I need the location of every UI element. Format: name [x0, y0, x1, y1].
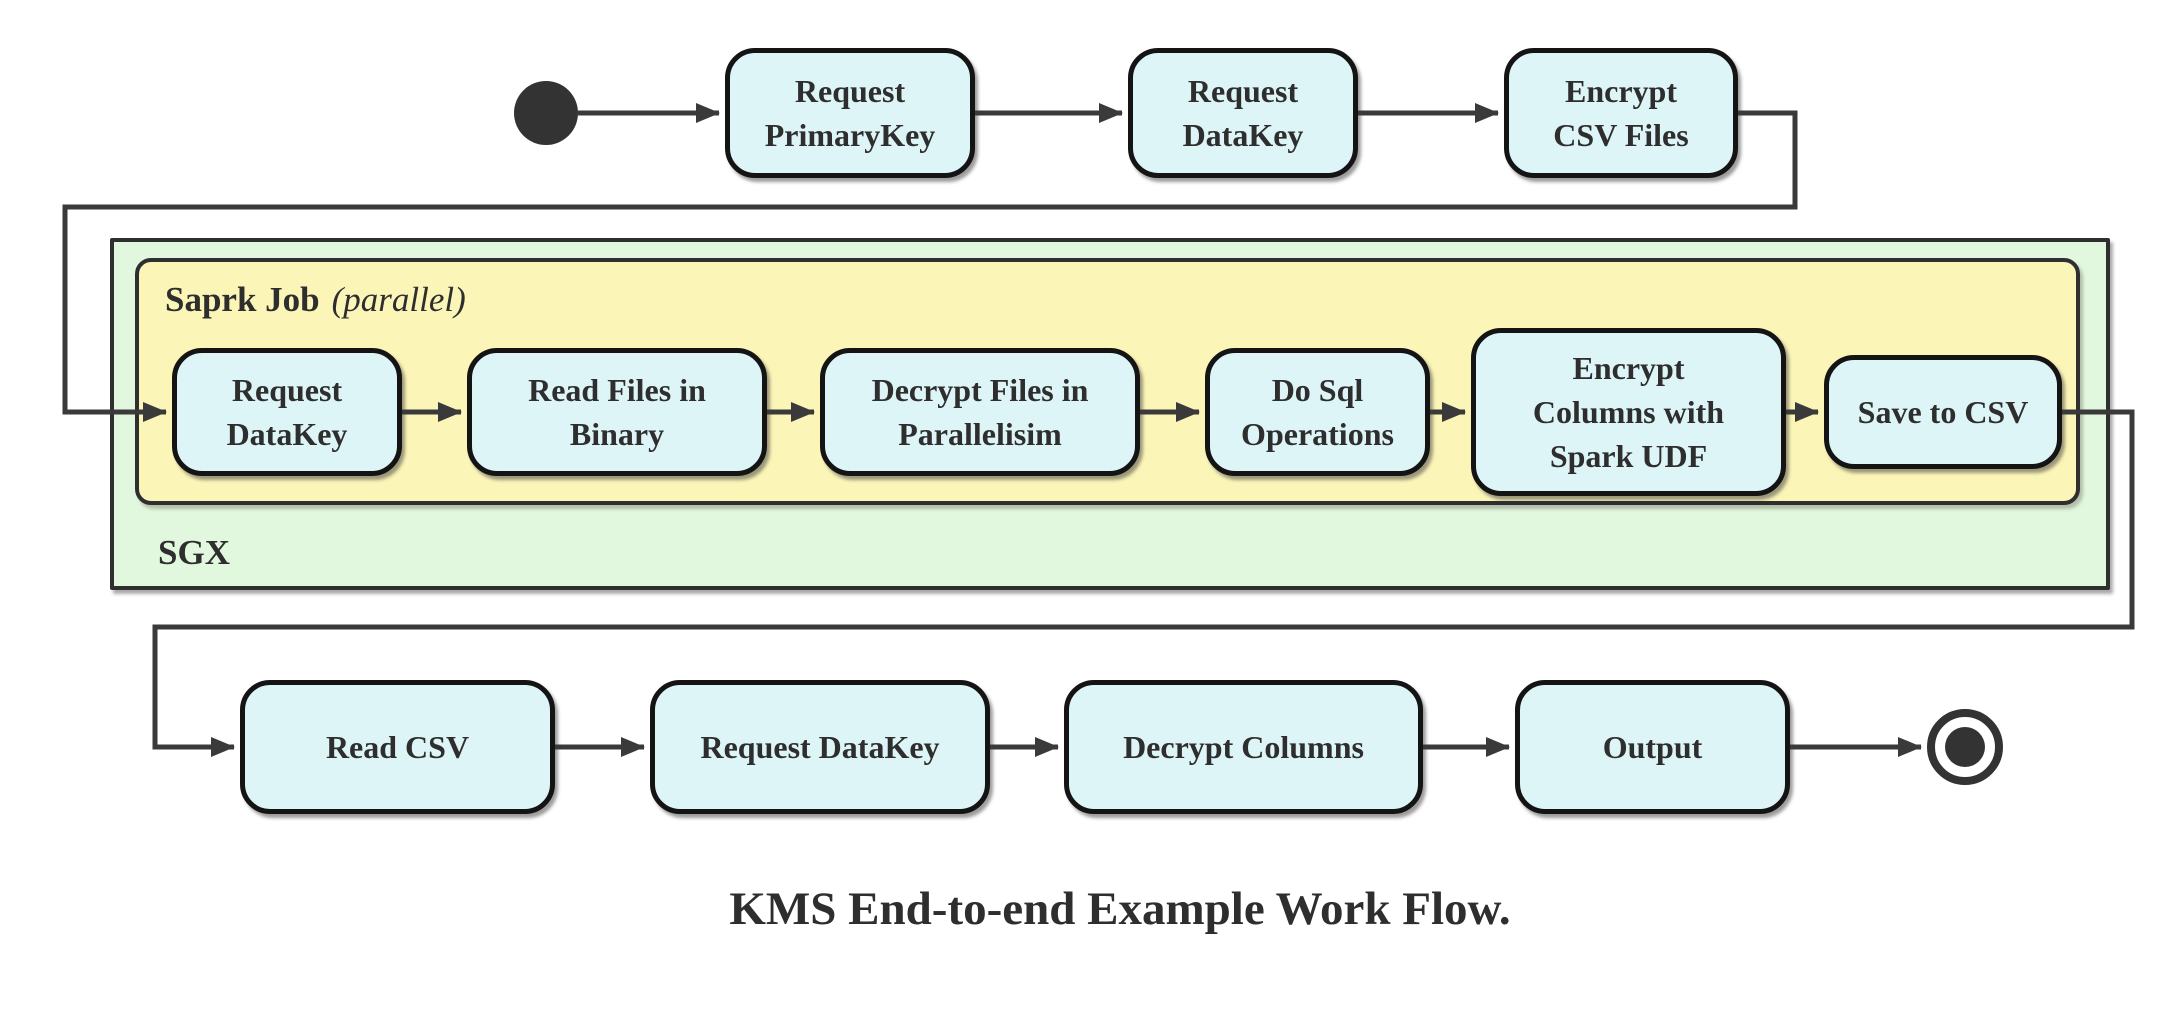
node-read-files-in-binary-label: Read Files in Binary — [528, 371, 706, 452]
node-sgx-request-datakey: Request DataKey — [172, 348, 402, 476]
start-state-icon — [514, 81, 578, 145]
end-state-icon — [1927, 709, 2003, 785]
node-request-primarykey: Request PrimaryKey — [725, 48, 975, 178]
node-do-sql-operations: Do Sql Operations — [1205, 348, 1430, 476]
node-decrypt-columns: Decrypt Columns — [1064, 680, 1423, 814]
node-read-csv-label: Read CSV — [325, 728, 470, 765]
node-decrypt-files-in-parallelisim-label: Decrypt Files in Parallelisim — [871, 371, 1089, 452]
node-output: Output — [1515, 680, 1790, 814]
spark-job-parallel-suffix: (parallel) — [331, 280, 466, 319]
node-encrypt-csv-files-label: Encrypt CSV Files — [1553, 72, 1689, 153]
node-request-primarykey-label: Request PrimaryKey — [764, 72, 936, 153]
node-output-label: Output — [1602, 728, 1703, 765]
node-save-to-csv: Save to CSV — [1824, 355, 2062, 469]
sgx-label: SGX — [158, 533, 230, 572]
spark-job-title: Saprk Job — [165, 280, 320, 319]
node-request-datakey-top-label: Request DataKey — [1182, 72, 1304, 153]
node-read-csv: Read CSV — [240, 680, 555, 814]
node-save-to-csv-label: Save to CSV — [1857, 393, 2029, 430]
node-encrypt-csv-files: Encrypt CSV Files — [1504, 48, 1738, 178]
diagram-caption: KMS End-to-end Example Work Flow. — [729, 883, 1511, 935]
node-decrypt-columns-label: Decrypt Columns — [1123, 728, 1364, 765]
edge-save-to-csv-to-read-csv — [152, 409, 2135, 757]
node-encrypt-columns-with-spark-udf-label: Encrypt Columns with Spark UDF — [1532, 349, 1725, 475]
node-request-datakey-top: Request DataKey — [1128, 48, 1358, 178]
node-request-datakey-bottom: Request DataKey — [650, 680, 990, 814]
node-do-sql-operations-label: Do Sql Operations — [1241, 371, 1394, 452]
edge-encrypt-csv-files-to-sgx-request-datakey — [62, 110, 1798, 422]
spark-job-label: Saprk Job (parallel) — [165, 280, 466, 320]
end-state-inner-dot — [1945, 727, 1985, 767]
node-decrypt-files-in-parallelisim: Decrypt Files in Parallelisim — [820, 348, 1140, 476]
node-encrypt-columns-with-spark-udf: Encrypt Columns with Spark UDF — [1471, 328, 1786, 496]
node-request-datakey-bottom-label: Request DataKey — [700, 728, 940, 765]
node-read-files-in-binary: Read Files in Binary — [467, 348, 767, 476]
node-sgx-request-datakey-label: Request DataKey — [226, 371, 348, 452]
